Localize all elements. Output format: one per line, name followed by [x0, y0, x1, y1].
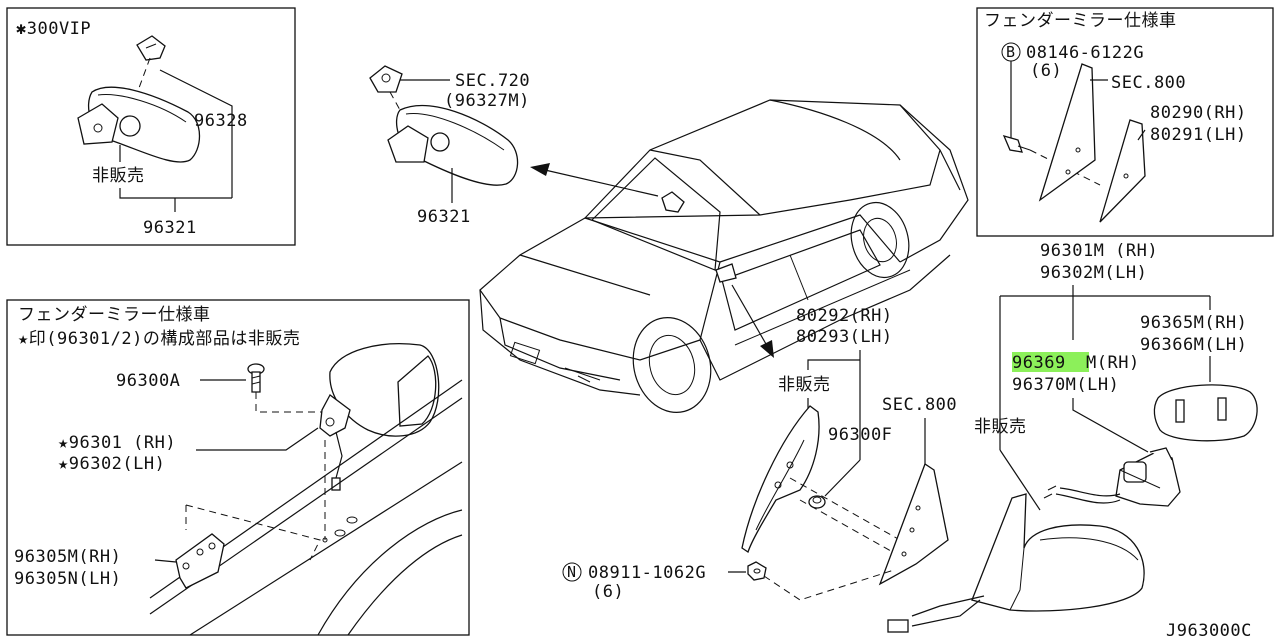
- panel-300vip-frame: [6, 7, 296, 246]
- door-mirror-assembly: 96301M (RH) 96302M(LH) 80292(RH) 80293(L…: [562, 241, 1258, 633]
- inside-mirror-300vip[interactable]: [77, 86, 201, 163]
- center-inside-mirror: SEC.720 (96327M) 96321: [369, 65, 659, 227]
- label-96321-vip: 96321: [143, 218, 197, 238]
- arrow-to-door-mirror: [731, 284, 774, 358]
- panel-fender-bottom-frame: [6, 299, 470, 636]
- panel-fender-top-title: フェンダーミラー仕様車: [984, 11, 1177, 31]
- diagram-code: J963000C: [1166, 621, 1252, 640]
- corner-inner-panel[interactable]: [741, 405, 820, 554]
- label-mirror-rh: ★96301 (RH): [58, 433, 176, 453]
- mirror-base-sec720[interactable]: [369, 65, 403, 93]
- label-bracket-rh: 96305M(RH): [14, 547, 121, 567]
- label-actuator-code[interactable]: 96369: [1012, 353, 1066, 373]
- actuator-highlight: [1012, 352, 1089, 372]
- screw-96300a[interactable]: [247, 363, 265, 393]
- nut-badge: N: [567, 563, 576, 581]
- nut-badge-circle: [562, 562, 582, 582]
- label-96321-center: 96321: [417, 207, 471, 227]
- bracket-96305[interactable]: [175, 533, 225, 589]
- leader-fender-mirror: [196, 427, 319, 451]
- sec800-door-panel[interactable]: [878, 463, 949, 586]
- label-corner-rh: 80292(RH): [796, 306, 893, 326]
- label-grommet: 96300F: [828, 425, 892, 445]
- inside-mirror-center[interactable]: [387, 105, 519, 186]
- door-mirror-housing[interactable]: [887, 493, 1145, 633]
- label-bolt-part: 08146-6122G: [1026, 43, 1144, 63]
- label-mirror-lh: ★96302(LH): [58, 454, 165, 474]
- panel-fender-bottom-title: フェンダーミラー仕様車: [18, 305, 211, 325]
- panel-fender-top-frame: [976, 7, 1274, 237]
- label-96328: 96328: [194, 111, 248, 131]
- nut-08911[interactable]: [747, 561, 767, 581]
- fender-mirror-96301[interactable]: [319, 343, 440, 491]
- panel-300vip-title: ✱300VIP: [16, 19, 91, 39]
- corner-finisher-80290[interactable]: [1099, 119, 1146, 223]
- leader-96328: [159, 69, 233, 198]
- bracket-assy: [999, 285, 1211, 450]
- label-finisher-lh: 80291(LH): [1150, 125, 1247, 145]
- mirror-mount-clip[interactable]: [136, 35, 166, 61]
- bolt-08146[interactable]: [1002, 134, 1031, 153]
- panel-fender-bottom: フェンダーミラー仕様車 ★印(96301/2)の構成部品は非販売 96300A …: [6, 299, 470, 636]
- label-sec800-door: SEC.800: [882, 395, 957, 415]
- label-finisher-rh: 80290(RH): [1150, 103, 1247, 123]
- leader-not-sold-2: [999, 449, 1041, 511]
- leader-grommet: [824, 459, 861, 497]
- arrow-head-inside-mirror: [530, 163, 550, 176]
- vehicle-illustration: [479, 99, 969, 413]
- label-bolt-qty: (6): [1030, 61, 1062, 81]
- label-actuator-lh: 96370M(LH): [1012, 375, 1119, 395]
- label-96327m: (96327M): [444, 91, 530, 111]
- panel-300vip: ✱300VIP 96328 非販売 96321: [6, 7, 296, 246]
- panel-fender-top: フェンダーミラー仕様車 B 08146-6122G (6) SEC.800 80…: [976, 7, 1274, 237]
- label-glass-lh: 96366M(LH): [1140, 335, 1247, 355]
- bracket-corner: [807, 350, 861, 460]
- label-corner-lh: 80293(LH): [796, 327, 893, 347]
- label-bracket-lh: 96305N(LH): [14, 569, 121, 589]
- label-not-sold-2: 非販売: [974, 417, 1027, 437]
- label-not-sold: 非販売: [92, 166, 145, 186]
- leader-bracket: [154, 559, 177, 563]
- label-not-sold-1: 非販売: [778, 375, 831, 395]
- leader-finisher: [1137, 129, 1146, 141]
- nut-guide-line: [763, 569, 895, 601]
- label-assy-rh: 96301M (RH): [1040, 241, 1158, 261]
- label-sec720: SEC.720: [455, 71, 530, 91]
- bracket-guide-line: [185, 504, 321, 561]
- mirror-guide-line: [389, 91, 411, 129]
- grommet-guide-line: [789, 477, 901, 556]
- sec800-corner-panel[interactable]: [1038, 63, 1096, 202]
- screw-guide-line: [255, 392, 331, 428]
- leader-actuator: [1072, 398, 1149, 453]
- arrow-to-inside-mirror: [544, 169, 659, 197]
- label-assy-lh: 96302M(LH): [1040, 263, 1147, 283]
- label-screw-96300a: 96300A: [116, 371, 180, 391]
- bracket-96321: [119, 188, 232, 199]
- mirror-glass-96365[interactable]: [1153, 384, 1258, 442]
- label-nut-part: 08911-1062G: [588, 563, 706, 583]
- label-glass-rh: 96365M(RH): [1140, 313, 1247, 333]
- mirror-actuator-96369[interactable]: [1043, 447, 1181, 507]
- bolt-badge: B: [1006, 43, 1015, 61]
- grommet-96300f[interactable]: [808, 495, 826, 509]
- label-actuator-rh: M(RH): [1086, 353, 1140, 373]
- label-nut-qty: (6): [592, 582, 624, 602]
- panel-fender-bottom-note: ★印(96301/2)の構成部品は非販売: [18, 329, 300, 349]
- label-sec800-top: SEC.800: [1111, 73, 1186, 93]
